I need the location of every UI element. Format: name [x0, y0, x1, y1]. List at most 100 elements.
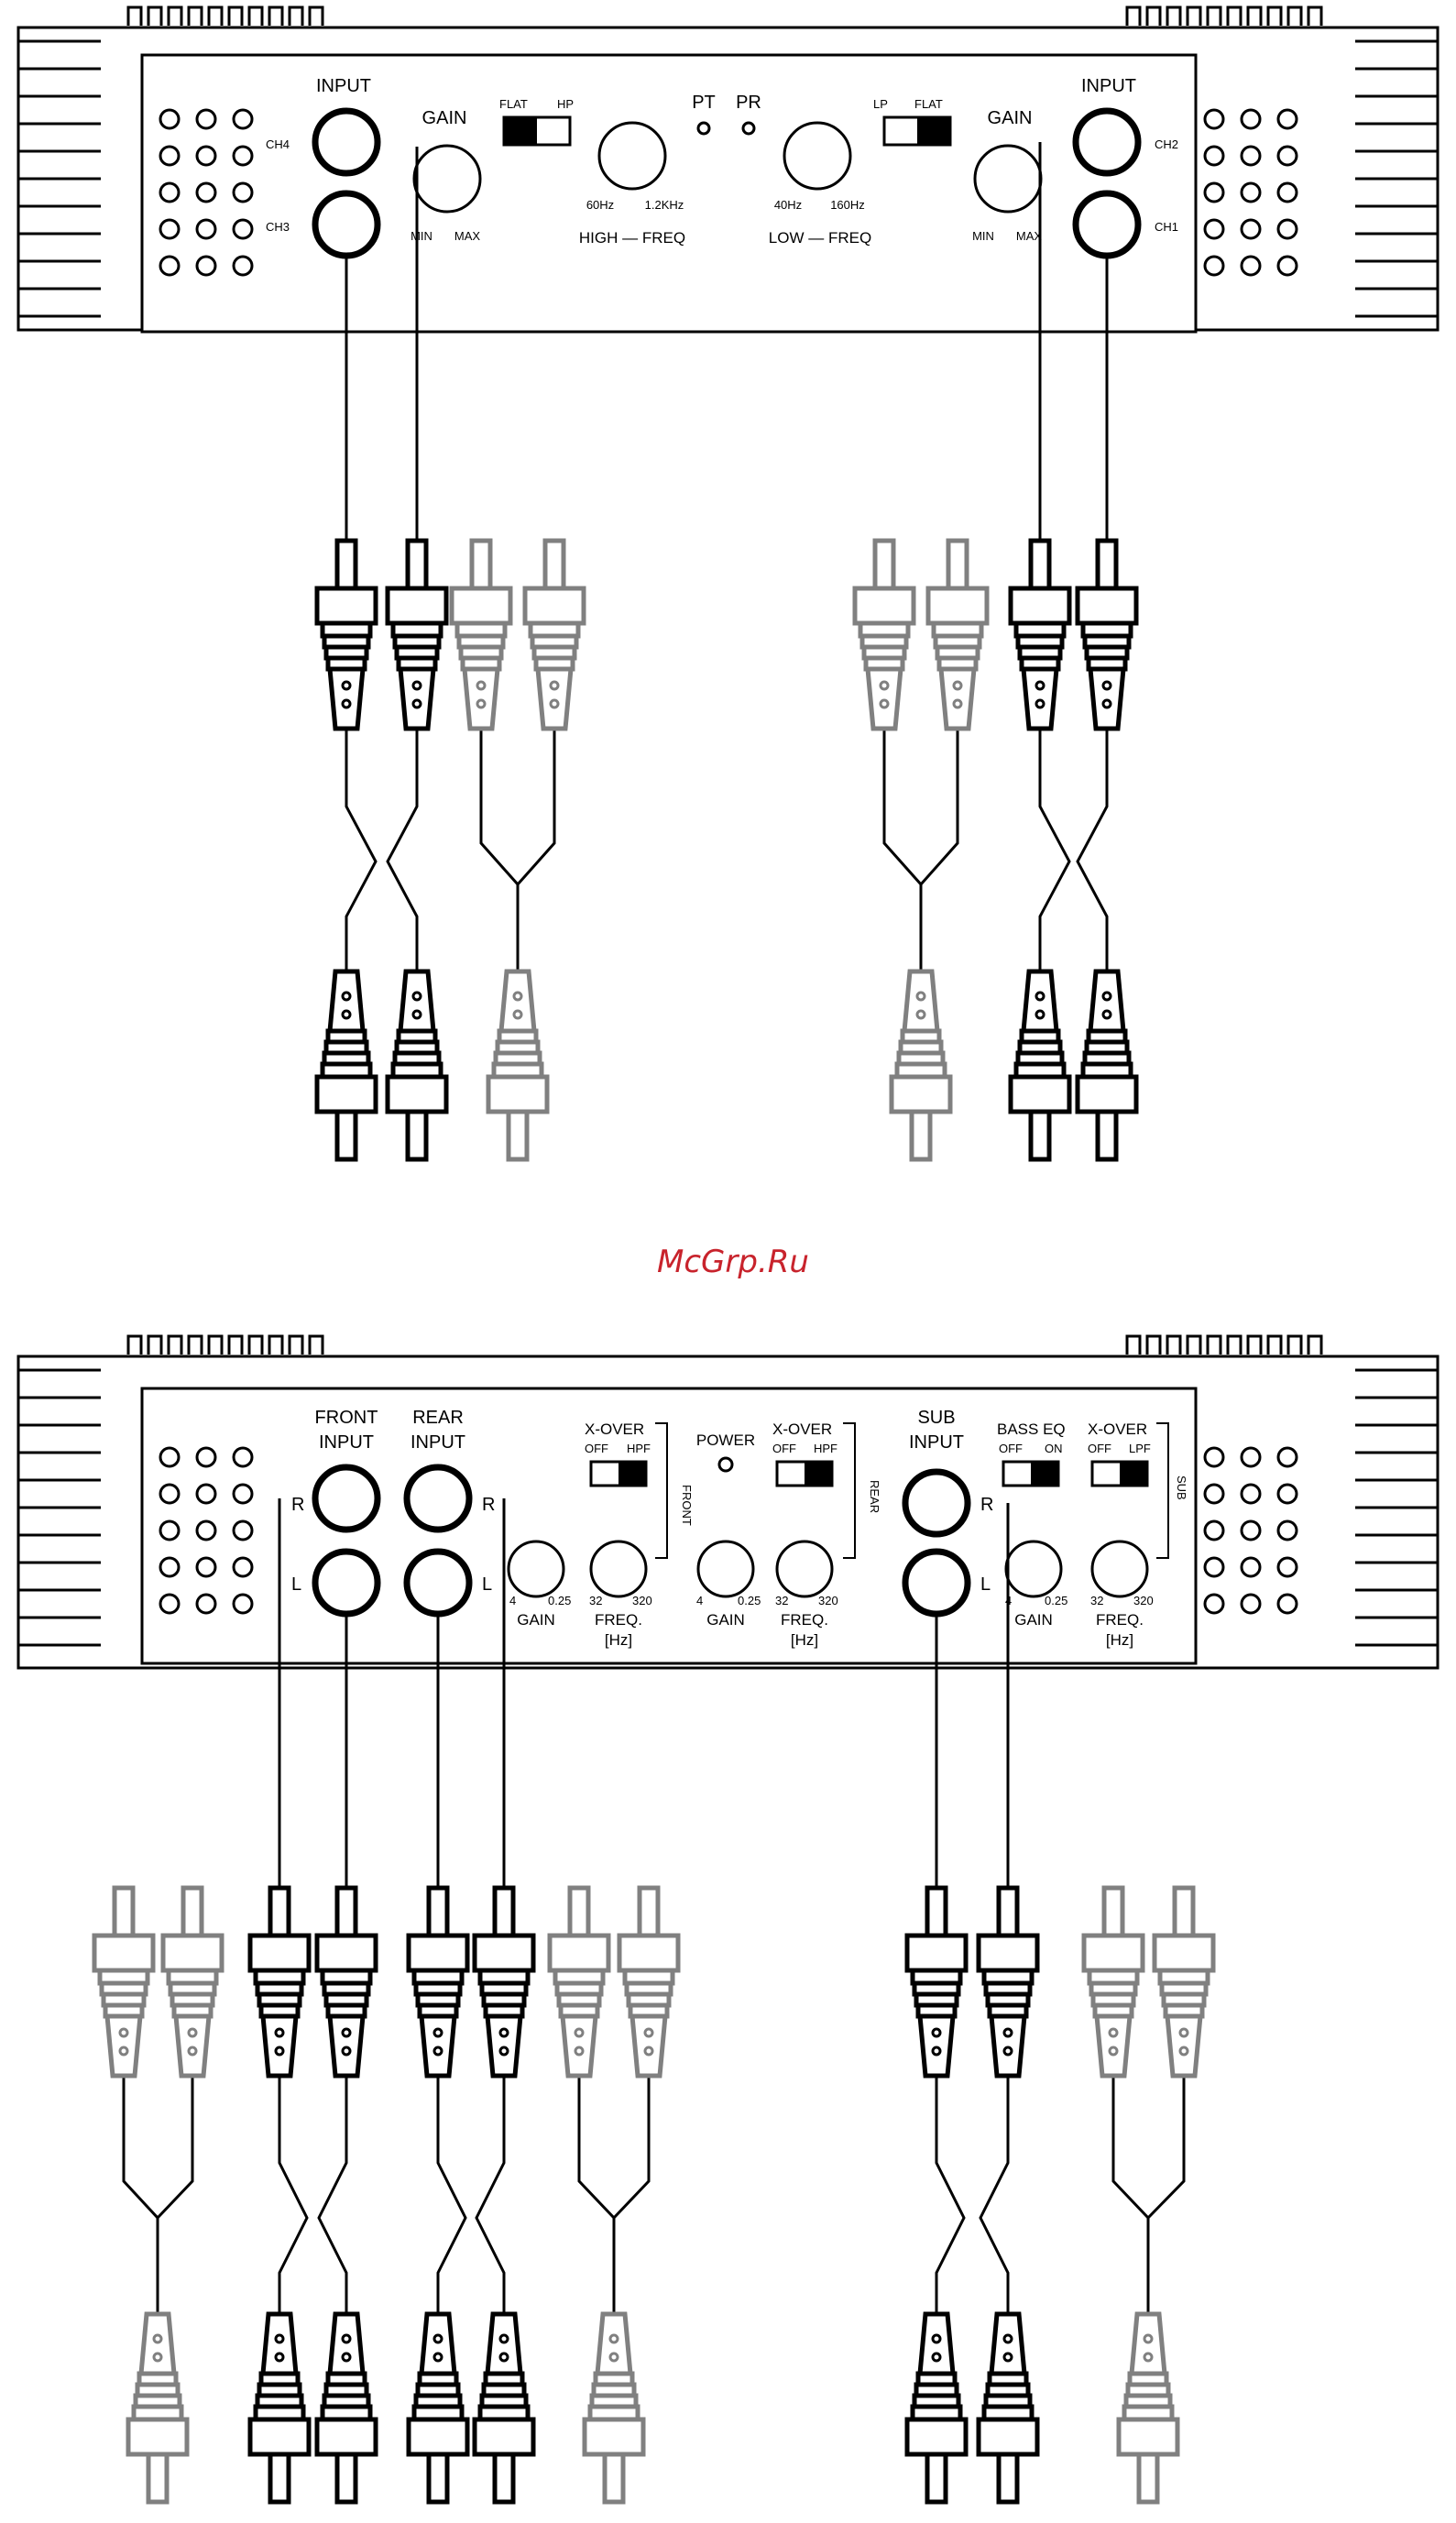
front-r-label: R — [291, 1495, 304, 1515]
rca-plug[interactable] — [250, 1888, 309, 2076]
vent-holes-left — [159, 1446, 254, 1615]
rca-plug[interactable] — [585, 2314, 643, 2502]
rca-plug[interactable] — [250, 2314, 309, 2502]
rca-plug[interactable] — [855, 541, 914, 729]
rca-plug[interactable] — [128, 2314, 187, 2502]
sub-freq-knob[interactable] — [1090, 1540, 1149, 1598]
rca-plug[interactable] — [907, 2314, 966, 2502]
rca-plug[interactable] — [1084, 1888, 1143, 2076]
sub-input-label-2: INPUT — [909, 1432, 964, 1453]
front-section-label: FRONT — [680, 1485, 694, 1526]
sub-input-jack-r[interactable] — [902, 1468, 971, 1538]
pt-led — [696, 121, 711, 136]
rca-plug[interactable] — [317, 2314, 376, 2502]
high-freq-max: 1.2KHz — [645, 198, 684, 212]
input-jack-ch4[interactable] — [312, 107, 381, 177]
front-gain-knob[interactable] — [507, 1540, 565, 1598]
rear-xover-label: X-OVER — [772, 1421, 832, 1438]
amp-4ch: INPUT CH4 CH3 GAIN MIN MAX FLAT HP 60Hz … — [16, 5, 1440, 334]
rca-plug[interactable] — [550, 1888, 608, 2076]
front-input-jack-l[interactable] — [312, 1548, 381, 1618]
rca-plug[interactable] — [317, 1888, 376, 2076]
vent-holes-right — [1203, 1446, 1298, 1615]
bass-eq-on: ON — [1045, 1442, 1063, 1455]
rca-plug[interactable] — [1078, 541, 1136, 729]
vent-holes-left — [159, 108, 254, 277]
input-jack-ch1[interactable] — [1072, 190, 1142, 259]
front-freq-knob[interactable] — [589, 1540, 648, 1598]
front-input-label-2: INPUT — [319, 1432, 374, 1453]
rca-plug[interactable] — [928, 541, 987, 729]
sub-input-jack-l[interactable] — [902, 1548, 971, 1618]
side-fins-right — [1353, 39, 1440, 318]
wires-6ch — [122, 1498, 1186, 2314]
gain-min-left: MIN — [411, 229, 432, 243]
front-xover-label: X-OVER — [585, 1421, 644, 1438]
sub-r-label: R — [980, 1495, 993, 1515]
rca-plug[interactable] — [317, 541, 376, 729]
ch1-label: CH1 — [1155, 220, 1178, 234]
input-label-right: INPUT — [1081, 76, 1136, 96]
rear-gain-knob[interactable] — [696, 1540, 755, 1598]
rca-plug[interactable] — [475, 1888, 533, 2076]
rear-freq-knob[interactable] — [775, 1540, 834, 1598]
rca-plug[interactable] — [1078, 971, 1136, 1159]
rear-input-jack-r[interactable] — [403, 1464, 473, 1533]
rca-plug[interactable] — [317, 971, 376, 1159]
rca-plug[interactable] — [525, 541, 584, 729]
rca-plug[interactable] — [475, 2314, 533, 2502]
rear-input-jack-l[interactable] — [403, 1548, 473, 1618]
rca-plug[interactable] — [409, 1888, 467, 2076]
rca-plug[interactable] — [94, 1888, 153, 2076]
power-label: POWER — [696, 1432, 755, 1449]
pr-led — [741, 121, 756, 136]
rca-plug[interactable] — [1119, 2314, 1177, 2502]
rear-xover-off: OFF — [772, 1442, 796, 1455]
gain-knob-right[interactable] — [973, 144, 1043, 214]
front-freq-max: 320 — [632, 1594, 652, 1607]
rca-plug[interactable] — [979, 1888, 1037, 2076]
rca-plug[interactable] — [388, 971, 446, 1159]
rca-plug[interactable] — [1155, 1888, 1213, 2076]
gain-knob-left[interactable] — [412, 144, 482, 214]
front-gain-label: GAIN — [517, 1611, 555, 1629]
rear-section-label: REAR — [868, 1480, 881, 1513]
side-fins-left — [16, 1368, 103, 1647]
front-input-jack-r[interactable] — [312, 1464, 381, 1533]
rca-plug[interactable] — [388, 541, 446, 729]
sub-xover-lpf: LPF — [1129, 1442, 1151, 1455]
rca-plug[interactable] — [452, 541, 510, 729]
amp-4ch-housing — [16, 26, 1440, 332]
input-jack-ch3[interactable] — [312, 190, 381, 259]
sub-freq-min: 32 — [1090, 1594, 1103, 1607]
rca-plug[interactable] — [619, 1888, 678, 2076]
low-freq-min: 40Hz — [774, 198, 802, 212]
rear-input-label-1: REAR — [412, 1408, 464, 1428]
side-fins-left — [16, 39, 103, 318]
rca-plug[interactable] — [1011, 971, 1069, 1159]
high-freq-knob[interactable] — [597, 121, 667, 191]
sub-freq-max: 320 — [1133, 1594, 1154, 1607]
rca-plug[interactable] — [892, 971, 950, 1159]
front-xover-slider — [619, 1462, 646, 1486]
sub-gain-knob[interactable] — [1004, 1540, 1063, 1598]
sub-freq-label: FREQ. — [1096, 1611, 1144, 1629]
rca-plug[interactable] — [488, 971, 547, 1159]
rca-plug[interactable] — [409, 2314, 467, 2502]
amp-6ch-housing — [16, 1355, 1440, 1670]
rca-plug[interactable] — [1011, 541, 1069, 729]
front-input-label-1: FRONT — [315, 1408, 378, 1428]
rca-plug[interactable] — [979, 2314, 1037, 2502]
bass-eq-label: BASS EQ — [997, 1421, 1066, 1438]
gain-label-left: GAIN — [422, 108, 467, 128]
sub-l-label: L — [980, 1574, 991, 1595]
rca-plugs-4ch-grey — [452, 541, 987, 1159]
rear-freq-label: FREQ. — [781, 1611, 828, 1629]
low-freq-knob[interactable] — [783, 121, 852, 191]
input-jack-ch2[interactable] — [1072, 107, 1142, 177]
gain-label-right: GAIN — [988, 108, 1033, 128]
rca-plug[interactable] — [907, 1888, 966, 2076]
flat-label-left: FLAT — [499, 97, 528, 111]
gain-max-left: MAX — [454, 229, 481, 243]
rca-plug[interactable] — [163, 1888, 222, 2076]
